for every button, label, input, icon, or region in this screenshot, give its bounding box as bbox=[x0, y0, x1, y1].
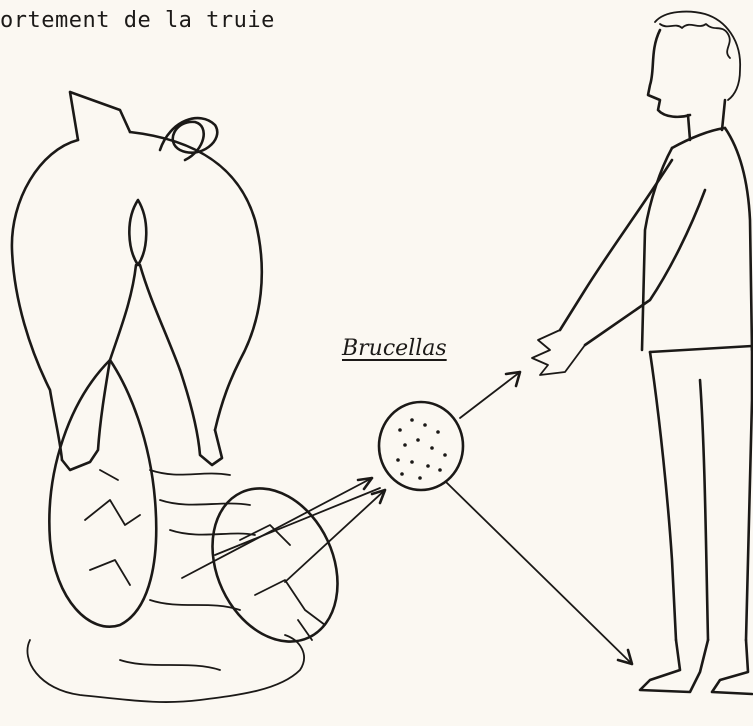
pathogen-label: Brucellas bbox=[342, 336, 447, 361]
sow-leg-right bbox=[180, 370, 222, 465]
sow-leg-left bbox=[62, 360, 110, 470]
person-collar bbox=[672, 100, 725, 148]
bacteria-icon bbox=[379, 402, 463, 490]
person-belt bbox=[650, 346, 752, 352]
caption-text: ortement de la truie bbox=[0, 8, 275, 33]
sow-canal bbox=[110, 265, 180, 370]
sow-body-outline bbox=[12, 132, 262, 460]
person-legs bbox=[650, 346, 752, 640]
person-face bbox=[648, 30, 690, 117]
arrows-to-person bbox=[446, 372, 632, 664]
person-icon bbox=[532, 12, 752, 694]
ground-fluid-icon bbox=[27, 470, 304, 702]
person-torso bbox=[642, 128, 752, 350]
person-hand bbox=[532, 330, 585, 375]
sow-vulva bbox=[129, 200, 146, 265]
person-feet bbox=[640, 640, 752, 694]
sow-ear-left bbox=[70, 92, 130, 140]
person-arm bbox=[560, 160, 705, 345]
